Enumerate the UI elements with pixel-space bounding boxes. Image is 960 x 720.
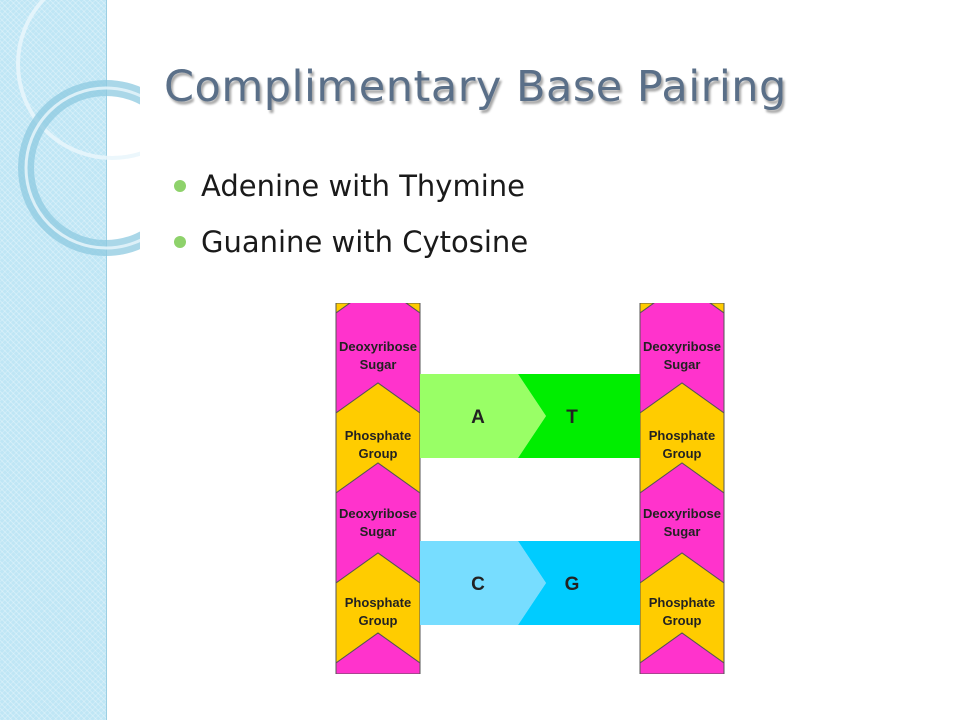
right-phosphate-lower-label-1: Phosphate xyxy=(649,595,715,610)
guanine-label: G xyxy=(565,574,580,595)
right-sugar-bottom-label-2: Sugar xyxy=(664,524,701,539)
guanine-shape xyxy=(518,541,640,625)
left-phosphate-lower-label-1: Phosphate xyxy=(345,595,411,610)
bullet-dot-icon xyxy=(174,180,186,192)
bullet-item: Adenine with Thymine xyxy=(174,160,528,216)
right-phosphate-upper-label-2: Group xyxy=(663,446,702,461)
bullet-list: Adenine with Thymine Guanine with Cytosi… xyxy=(174,160,528,272)
left-sugar-bottom-label-1: Deoxyribose xyxy=(339,506,417,521)
base-pair-top xyxy=(420,374,640,458)
left-strand xyxy=(335,303,421,674)
decorative-circles xyxy=(16,0,140,256)
right-sugar-bottom-label-1: Deoxyribose xyxy=(643,506,721,521)
base-pair-bottom xyxy=(420,541,640,625)
right-strand xyxy=(639,303,725,674)
adenine-shape xyxy=(420,374,546,458)
bullet-text: Guanine with Cytosine xyxy=(201,225,529,259)
side-decoration-band xyxy=(0,0,107,720)
right-phosphate-top-cap xyxy=(639,303,725,314)
bullet-text: Adenine with Thymine xyxy=(201,169,525,203)
adenine-label: A xyxy=(471,407,485,428)
thymine-label: T xyxy=(566,407,578,428)
left-sugar-top-label-1: Deoxyribose xyxy=(339,339,417,354)
right-phosphate-upper-label-1: Phosphate xyxy=(649,428,715,443)
bullet-item: Guanine with Cytosine xyxy=(174,216,528,272)
left-sugar-bottom-cap xyxy=(335,632,421,674)
thymine-shape xyxy=(518,374,640,458)
base-pairing-diagram: Deoxyribose Sugar Phosphate Group Deoxyr… xyxy=(335,303,725,674)
right-sugar-bottom-cap xyxy=(639,632,725,674)
left-phosphate-upper-label-2: Group xyxy=(359,446,398,461)
cytosine-shape xyxy=(420,541,546,625)
left-phosphate-top-cap xyxy=(335,303,421,314)
cytosine-label: C xyxy=(471,574,485,595)
left-phosphate-upper-label-1: Phosphate xyxy=(345,428,411,443)
right-sugar-top-label-1: Deoxyribose xyxy=(643,339,721,354)
left-sugar-bottom-label-2: Sugar xyxy=(360,524,397,539)
slide-title: Complimentary Base Pairing xyxy=(164,62,787,112)
left-sugar-top-label-2: Sugar xyxy=(360,357,397,372)
right-sugar-top-label-2: Sugar xyxy=(664,357,701,372)
bullet-dot-icon xyxy=(174,236,186,248)
left-phosphate-lower-label-2: Group xyxy=(359,613,398,628)
right-phosphate-lower-label-2: Group xyxy=(663,613,702,628)
